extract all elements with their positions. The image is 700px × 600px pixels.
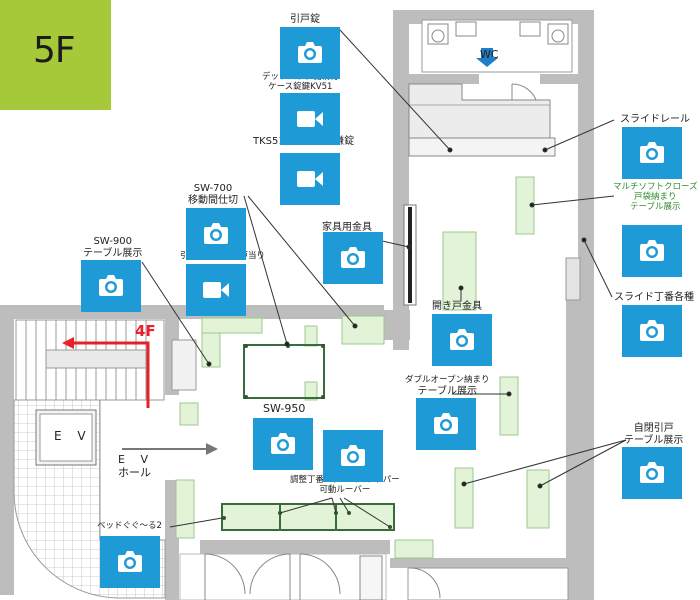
- wc-block: [409, 19, 573, 111]
- red-arrow-4f: [62, 337, 150, 408]
- camera-button-slide-rail[interactable]: [622, 127, 682, 179]
- stairs: [15, 319, 165, 401]
- camera-button-kagu-kanagu[interactable]: [323, 232, 383, 284]
- camera-button-slide-chouban[interactable]: [622, 305, 682, 357]
- louver-frame: [221, 503, 395, 531]
- camera-icon: [640, 462, 664, 483]
- reception-counter: [408, 83, 556, 157]
- label-sw700-line2: 移動間仕切: [188, 195, 238, 206]
- glass-wall: [403, 204, 417, 306]
- label-slide-rail: スライドレール: [620, 114, 690, 125]
- label-multi-line2: 戸袋納まり: [634, 192, 677, 202]
- camera-button-sw-900[interactable]: [81, 260, 141, 312]
- camera-icon: [640, 240, 664, 261]
- camera-icon: [204, 223, 228, 244]
- label-deadlock-line2: ケース錠鍵KV51: [268, 82, 333, 92]
- ev-hall-line1: E V: [118, 453, 154, 466]
- label-chosei-line2: 可動ルーバー: [319, 485, 371, 495]
- label-jihei: 自閉引戸 テーブル展示: [624, 423, 683, 447]
- sw-950-frame: [243, 344, 325, 399]
- leader-lines: [141, 29, 627, 528]
- camera-button-chosei-chouban[interactable]: [323, 430, 383, 482]
- label-multi-line1: マルチソフトクローズ: [613, 182, 698, 192]
- label-kagu: 家具用金具: [322, 222, 372, 233]
- camera-button-hirakido-kanagu[interactable]: [432, 314, 492, 366]
- video-icon: [297, 171, 323, 187]
- camera-button-jihei-hikido[interactable]: [622, 447, 682, 499]
- camera-button-bed-guguru2[interactable]: [100, 536, 160, 588]
- label-hirakido: 開き戸金具: [432, 301, 482, 312]
- label-double-open-line1: ダブルオープン納まり: [405, 375, 490, 385]
- camera-icon: [640, 320, 664, 341]
- video-button-deadlock-kv51[interactable]: [280, 93, 340, 145]
- gray-arrow-ev-hall: [122, 443, 218, 455]
- video-icon: [297, 111, 323, 127]
- wc-label: WC: [480, 48, 499, 61]
- label-jihei-line1: 自閉引戸: [633, 423, 674, 434]
- floor-badge: 5F: [0, 0, 111, 110]
- video-icon: [203, 282, 229, 298]
- label-hikido-jo: 引戸錠: [290, 14, 320, 25]
- camera-icon: [341, 445, 365, 466]
- camera-icon: [341, 247, 365, 268]
- camera-button-multi-soft-close[interactable]: [622, 225, 682, 277]
- label-double-open: ダブルオープン納まり テーブル展示: [405, 375, 490, 398]
- label-sw900-line1: SW-900: [93, 236, 132, 247]
- four-f-label: 4F: [135, 322, 156, 340]
- video-button-tks51[interactable]: [280, 153, 340, 205]
- camera-button-sw-700[interactable]: [186, 208, 246, 260]
- camera-icon: [271, 433, 295, 454]
- label-slide-chouban: スライド丁番各種: [614, 292, 694, 303]
- label-multi-line3: テーブル展示: [630, 202, 681, 212]
- camera-button-hikido-jo[interactable]: [280, 27, 340, 79]
- camera-icon: [99, 275, 123, 296]
- ev-label: E V: [54, 429, 92, 443]
- label-sw950: SW-950: [263, 402, 306, 415]
- label-multi-soft-close: マルチソフトクローズ 戸袋納まり テーブル展示: [613, 182, 698, 212]
- bottom-doors: [179, 553, 387, 600]
- ev-hall-line2: ホール: [118, 466, 151, 479]
- camera-icon: [434, 413, 458, 434]
- camera-icon: [640, 142, 664, 163]
- label-double-open-line2: テーブル展示: [417, 386, 477, 397]
- label-sw700: SW-700 移動間仕切: [188, 183, 238, 207]
- camera-icon: [450, 329, 474, 350]
- label-bed: ベッドぐぐ～る2: [97, 521, 162, 531]
- camera-icon: [118, 551, 142, 572]
- label-jihei-line2: テーブル展示: [624, 435, 684, 446]
- floor-label: 5F: [33, 30, 76, 71]
- ev-hall-label: E V ホール: [118, 453, 154, 479]
- wc-arrow: [476, 48, 498, 67]
- camera-button-double-open[interactable]: [416, 398, 476, 450]
- camera-button-sw-950[interactable]: [253, 418, 313, 470]
- camera-icon: [298, 42, 322, 63]
- lower-right-room: [407, 567, 569, 600]
- video-button-hikinokoshi[interactable]: [186, 264, 246, 316]
- label-sw900-line2: テーブル展示: [83, 248, 143, 259]
- label-sw700-line1: SW-700: [193, 183, 233, 194]
- label-sw900: SW-900 テーブル展示: [83, 236, 142, 260]
- display-tables: [175, 176, 550, 559]
